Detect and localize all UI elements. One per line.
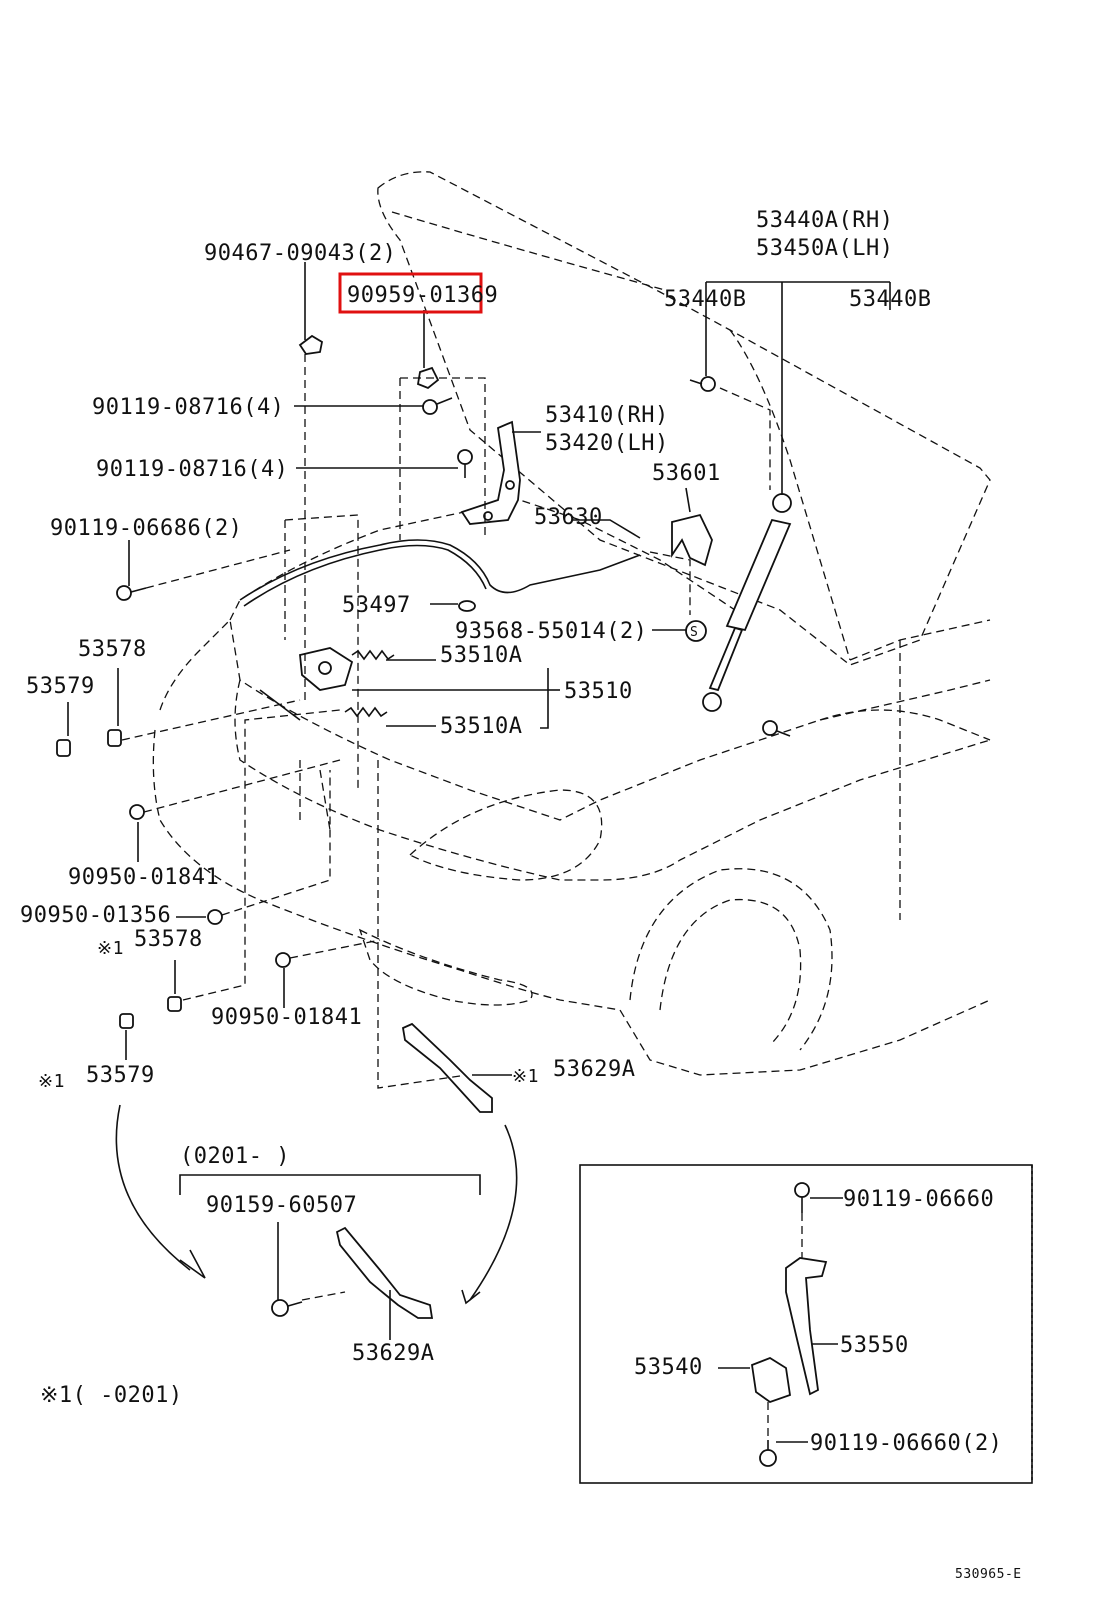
label-53540: 53540 [634,1355,703,1380]
assembly-guides [121,354,803,1440]
hood-bracket [671,513,713,567]
label-53497: 53497 [342,593,411,618]
label-53440b-right: 53440B [849,287,931,312]
label-90159-60507: 90159-60507 [206,1193,357,1218]
label-90119-08716-upper: 90119-08716(4) [92,395,284,420]
label-53440a-rh: 53440A(RH) [756,208,893,233]
label-53578-lower: 53578 [134,927,203,952]
label-53450a-lh: 53450A(LH) [756,236,893,261]
label-53601: 53601 [652,461,721,486]
hood-release-cable-inner [243,544,487,607]
drawing-id: 530965-E [955,1567,1022,1582]
svg-text:S: S [690,625,698,640]
label-date-range: (0201- ) [180,1144,290,1169]
seal-53629a-upper [401,1022,493,1113]
label-53510: 53510 [564,679,633,704]
label-53629a-upper: 53629A [553,1057,635,1082]
label-90119-08716-lower: 90119-08716(4) [96,457,288,482]
label-53410-rh: 53410(RH) [545,403,669,428]
label-53440b-left: 53440B [664,287,746,312]
hood-support-strut [702,282,792,712]
label-90950-01841-lower: 90950-01841 [211,1005,362,1030]
label-53579-upper: 53579 [26,674,95,699]
label-53420-lh: 53420(LH) [545,431,669,456]
highlight-box [338,272,483,314]
label-53579-lower: 53579 [86,1063,155,1088]
label-90119-06660: 90119-06660 [843,1187,994,1212]
hood-lock [259,647,354,721]
label-90119-06686: 90119-06686(2) [50,516,242,541]
label-53550: 53550 [840,1333,909,1358]
label-90950-01841-upper: 90950-01841 [68,865,219,890]
detail-inset-box [579,1164,1033,1484]
label-53629a-lower: 53629A [352,1341,434,1366]
leader-lines [67,262,891,1443]
label-90467-09043: 90467-09043(2) [204,241,396,266]
variant-bracket [179,1174,481,1319]
note-mark-1a: ※1 [97,938,124,959]
hood-outline [377,171,991,666]
fasteners [56,334,791,1029]
note-mark-1c: ※1 [512,1066,539,1087]
label-93568-55014: 93568-55014(2) [455,619,647,644]
label-90119-06660-2: 90119-06660(2) [810,1431,1002,1456]
label-53510a-lower: 53510A [440,714,522,739]
note-mark-1b: ※1 [38,1071,65,1092]
hood-hinge [460,420,521,525]
hood-release-cable [239,539,641,601]
car-body-outline [152,499,991,1076]
label-90950-01356: 90950-01356 [20,903,171,928]
label-footnote: ※1( -0201) [40,1383,183,1408]
label-90959-01369: 90959-01369 [347,283,498,308]
label-53630: 53630 [534,505,603,530]
flow-arrows [115,1104,518,1305]
callout-labels: 90467-09043(2) 90959-01369 53440A(RH) 53… [20,208,1022,1582]
label-53510a-upper: 53510A [440,643,522,668]
label-53578-upper: 53578 [78,637,147,662]
